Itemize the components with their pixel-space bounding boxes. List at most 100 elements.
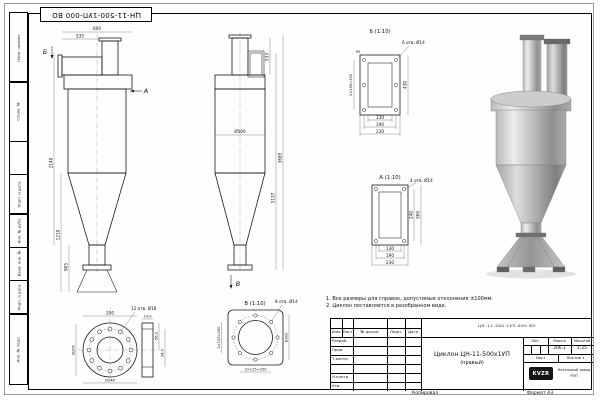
tb-product-variant: (правый) [460,360,484,366]
dim-d246: Ø246 [105,377,115,382]
dim-d300: Ø300 [283,332,288,342]
dim-2140: 2140 [49,157,54,168]
frame-cell-label: Перв. примен. [16,33,22,62]
frame-cell: Взам. инв. № [9,246,28,281]
dim-533: 533 [265,53,270,61]
tb-mass-label: Масса [553,338,566,343]
dim-95: 95 [356,50,361,54]
tb-grid-line [523,354,593,355]
tb-role-utv: Утв. [332,383,341,388]
cyclone-3d-render [486,34,576,279]
tb-grid-line [558,354,559,362]
tb-grid-line [331,337,593,338]
notes: 1. Все размеры для справок, допустимые о… [326,296,526,310]
top-left-inverted-stamp: ЦН-11-500-1УП-000 ВО [40,7,152,22]
holes-callout-12: 12 отв. Ø18 [131,306,157,311]
tb-col-docnum: № докум. [360,329,380,334]
note-line-2: 2. Циклон поставляется в разобранном вид… [326,303,447,309]
tb-grid-line [523,345,593,346]
dim-190: 190 [386,253,394,258]
tb-role-razrab: Разраб. [332,338,348,343]
tb-grid-line [331,346,421,347]
drawing-canvas: .ol{stroke:#1a1a1a;stroke-width:0.8;fill… [43,26,576,384]
front-view: 600 535 2140 1210 905 Б А [43,26,148,293]
drawing-frame [28,13,592,390]
frame-cell-label: Подп. и дата [16,181,21,208]
dim-pitch-390: 2×195=390 [349,73,353,96]
tb-grid-line [331,364,421,365]
section-b-title: Б (1:10) [369,29,390,35]
tb-grid-line [531,345,532,354]
view-marker-v: В [236,280,241,288]
section-marker-b: Б [43,48,48,56]
dim-56: 56,0 [155,331,159,340]
note-line-1: 1. Все размеры для справок, допустимые о… [326,296,493,302]
holes-callout-8: 8 отв. Ø14 [275,299,298,304]
tb-col-list: Лист [342,329,353,334]
title-block: Изм. Лист № докум. Подп. Дата Разраб. Пр… [330,318,593,391]
frame-cell [9,140,28,175]
frame-cell: Подп. и дата [9,280,28,315]
dim-905: 905 [64,263,69,271]
dim-250-bottom: 2×125=250 [244,368,267,372]
copied-label: Копировал [412,391,439,396]
tb-col-podp: Подп. [390,329,402,334]
holes-callout-6: 6 отв. Ø14 [402,40,425,45]
dim-240: 240 [409,211,414,219]
tb-grid-line [523,362,593,363]
tb-company-name-2: РЭП [570,374,578,378]
dim-250-left: 2×125=250 [217,326,221,349]
tb-grid-line [331,373,421,374]
dim-230: 230 [386,260,394,265]
view-v: В (1:10) 8 отв. Ø14 2×125=250 2×125=250 … [217,299,298,373]
tb-doc-number: ЦН-11-500-1УП-000 ВО [477,323,537,328]
section-a-view: А (1:10) 4 отв. Ø14 240 360 130 190 230 [371,175,433,266]
company-logo: KVZR [529,367,553,380]
tb-grid-line [421,319,422,391]
tb-scale-value: 1:25 [577,346,587,352]
tb-sheets-label: Листов 1 [566,355,585,360]
dim-d206: Ø206 [70,344,75,354]
tb-role-nkontr: Н.контр. [332,374,350,379]
sheet-trim-border [4,3,594,395]
tb-role-tkontr: Т.контр. [332,356,349,361]
holes-callout-4: 4 отв. Ø14 [410,178,433,183]
side-view: Ø500 533 3137 3685 В [214,31,284,289]
tb-lit-label: Лит. [531,338,540,343]
frame-cell-label: Взам. инв. № [16,250,21,277]
tb-grid-line [331,328,421,329]
frame-cell: Подп. и дата [9,174,28,215]
frame-left-column: Перв. примен. Справ. № Подп. и дата Инв.… [9,12,28,390]
section-b-view: Б (1:10) 6 отв. Ø14 430 2×195=390 95 130… [349,29,425,136]
frame-cell-label: Подп. и дата [16,284,21,311]
dim-360: 360 [416,211,421,219]
dim-34: 34,0 [161,348,165,357]
dim-230: 230 [376,129,384,134]
frame-cell: Перв. примен. [9,12,28,83]
frame-cell-label: Инв. № дубл. [16,217,22,244]
tb-grid-line [540,345,541,354]
dim-200: 200 [106,310,114,315]
tb-role-prov: Пров. [332,347,344,352]
dim-190: 190 [376,122,384,127]
tb-company-name-1: Котельный завод [557,368,591,372]
flange-detail: 12 отв. Ø18 200 14,0 Ø206 Ø246 56,0 34,0 [70,306,166,384]
tb-product-name: Циклон ЦН-11-500х1УП [434,351,510,358]
section-a-title: А (1:10) [379,175,400,181]
dim-1210: 1210 [56,229,61,240]
dim-535: 535 [76,34,84,39]
frame-cell: Инв. № дубл. [9,213,28,248]
view-v-title: В (1:10) [244,301,265,307]
frame-cell: Инв. № подл. [9,313,28,385]
tb-sheet-label: Лист [535,355,546,360]
tb-col-data: Дата [407,329,419,334]
dim-130: 130 [376,115,384,120]
dim-d500: Ø500 [234,129,246,134]
tb-mass-value: 206,1 [553,346,566,352]
section-marker-a: А [143,87,148,95]
dim-600: 600 [93,26,101,31]
dim-3685: 3685 [278,152,283,163]
dim-430: 430 [403,81,408,89]
dim-130: 130 [386,246,394,251]
